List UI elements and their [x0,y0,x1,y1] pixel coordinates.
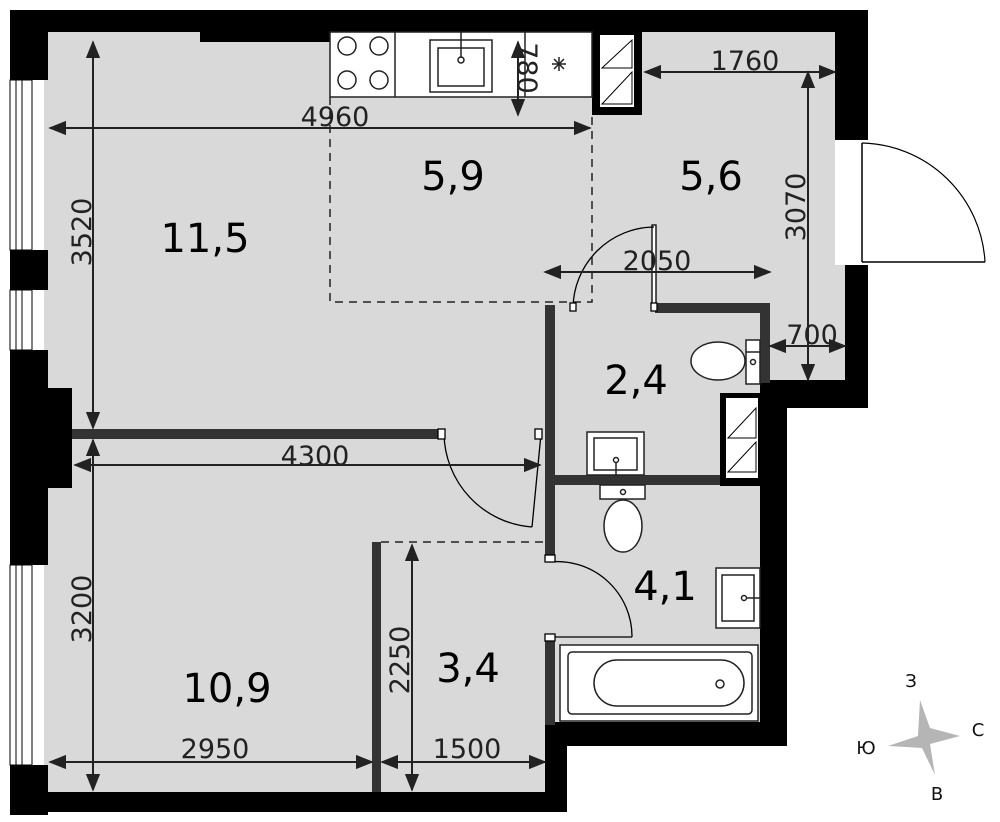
partitions [72,303,770,792]
room-area-bedroom: 10,9 [182,666,271,712]
room-area-hall: 5,6 [679,154,743,200]
compass-east: С [972,720,985,741]
room-area-kitchen: 5,9 [421,154,485,200]
dim-4960: 4960 [301,102,370,133]
compass-north: З [905,671,917,692]
windows [9,79,33,766]
room-area-corridor: 3,4 [436,646,500,692]
stove-icon [337,36,389,90]
dimension-lines [48,40,847,792]
dim-1760: 1760 [711,46,780,77]
dim-2950: 2950 [181,734,250,765]
dim-3200: 3200 [67,575,98,644]
washbasin-icon [586,431,645,476]
dim-4300: 4300 [281,441,350,472]
kitchen-sink-icon [429,32,493,93]
room-area-bath: 4,1 [633,564,697,610]
room-area-living: 11,5 [160,216,249,262]
dim-3070: 3070 [781,173,812,242]
bathtub-icon [559,644,759,722]
room-area-wc: 2,4 [604,358,668,404]
dim-2050: 2050 [623,246,692,277]
compass-south: В [931,784,943,805]
toilet-icon [690,339,761,385]
dim-780: 780 [511,42,542,94]
entrance-door [835,140,986,265]
dim-3520: 3520 [67,198,98,267]
dim-1500: 1500 [433,734,502,765]
washbasin-icon-2 [715,567,761,629]
dim-2250: 2250 [385,626,416,695]
dim-700: 700 [786,320,838,351]
toilet-icon-2 [599,484,646,553]
zone-boundaries [329,97,593,543]
compass-west: Ю [856,738,875,759]
ventilation-shaft [592,30,762,486]
fridge-icon [552,57,566,71]
compass-icon: З С В Ю [856,671,984,805]
